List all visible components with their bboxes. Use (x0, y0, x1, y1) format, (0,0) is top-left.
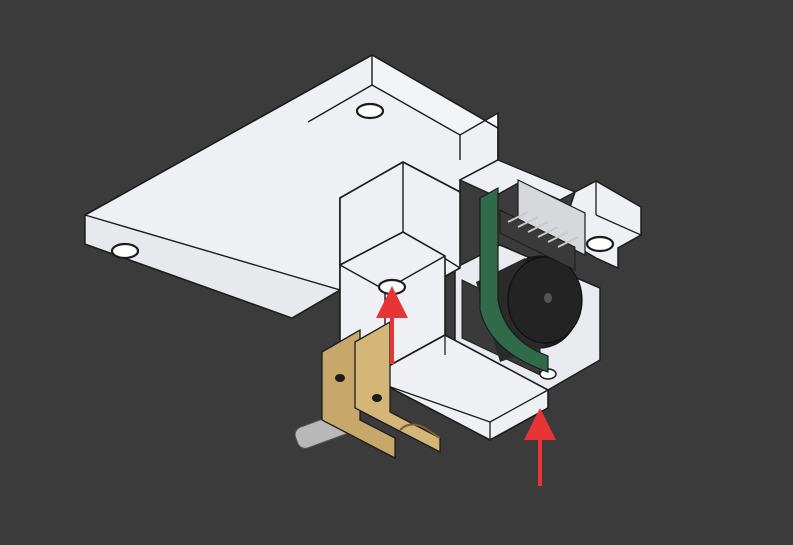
mounting-hole-right[interactable] (585, 235, 615, 253)
center-block[interactable] (339, 161, 549, 441)
bracket-gear-edge (399, 423, 441, 439)
bracket-screw-1 (335, 374, 345, 382)
motor[interactable] (476, 186, 583, 373)
lower-mount-edge-2 (384, 384, 491, 423)
connector-pins-base (499, 209, 576, 271)
pcb-strip (479, 186, 549, 373)
raised-step-top (371, 53, 499, 136)
annotation-arrows (376, 286, 556, 486)
base-plate-front-edge (84, 214, 342, 319)
step-edge (307, 84, 373, 123)
mounting-hole-back[interactable] (355, 102, 385, 120)
mounting-hole-center[interactable] (377, 278, 407, 296)
connector-plate (517, 179, 586, 256)
front-lug-edge-2 (339, 264, 386, 291)
motor-shaft-tip (544, 293, 552, 303)
mounting-hole-left[interactable] (110, 242, 140, 260)
right-block-edge-2 (595, 214, 642, 236)
connector-pins (507, 211, 579, 248)
connector-header[interactable] (499, 179, 586, 271)
bracket-screw-2 (372, 394, 382, 402)
lower-mount-edge-3 (489, 389, 549, 423)
